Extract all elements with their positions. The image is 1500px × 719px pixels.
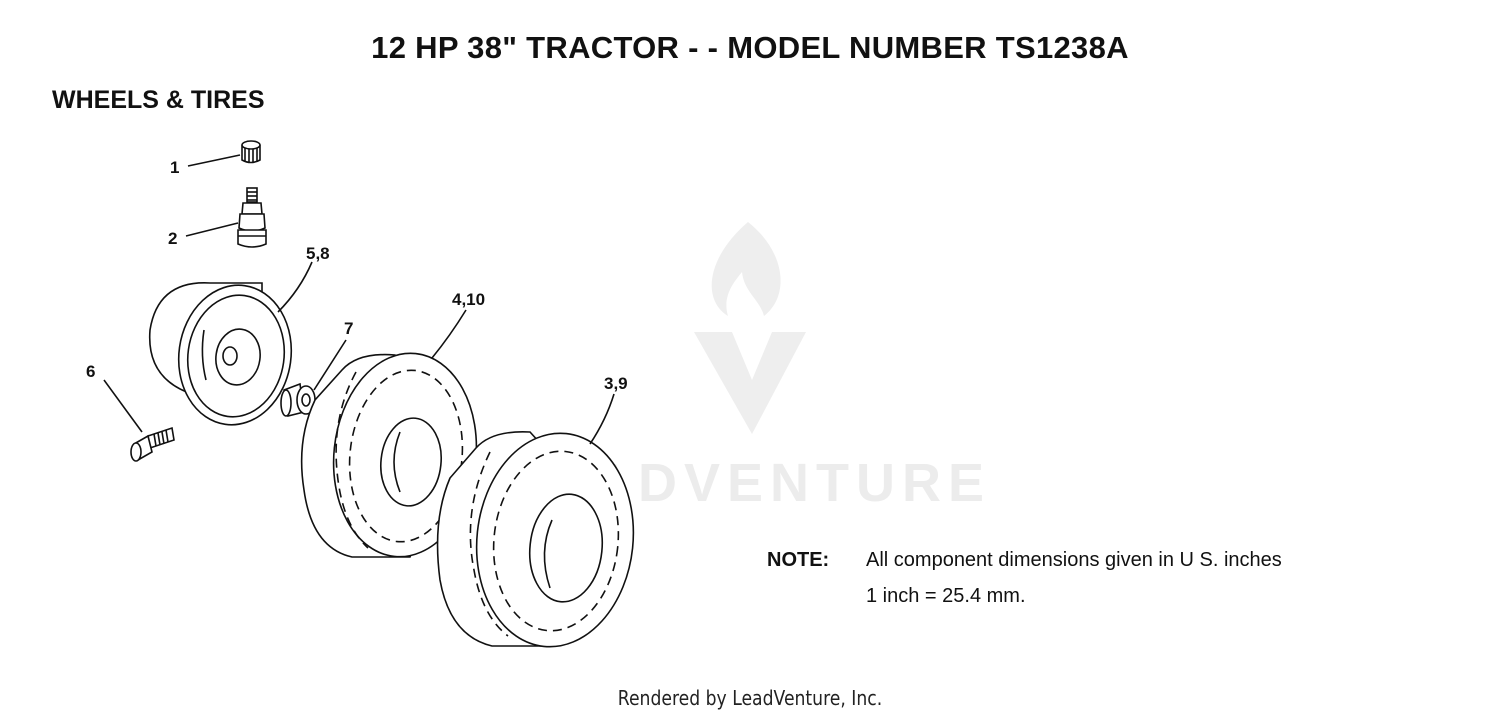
leader-line-58 <box>277 261 313 313</box>
leader-line-7 <box>313 339 347 391</box>
callout-1: 1 <box>170 158 179 177</box>
front-tire-part <box>300 352 478 558</box>
valve-stem-part <box>237 187 267 248</box>
note-line-2: 1 inch = 25.4 mm. <box>866 585 1026 607</box>
callout-6: 6 <box>86 362 95 381</box>
bushing-part <box>280 382 316 417</box>
callout-39: 3,9 <box>604 374 628 393</box>
leader-line-39 <box>589 393 615 445</box>
leader-line-410 <box>431 309 467 359</box>
lug-bolt-part <box>130 426 175 462</box>
note-line-1: All component dimensions given in U S. i… <box>866 549 1282 571</box>
wheel-rim-part <box>148 282 293 426</box>
section-title: WHEELS & TIRES <box>52 86 265 114</box>
leader-line-6 <box>103 379 143 433</box>
leader-line-2 <box>185 222 239 237</box>
footer-credit: Rendered by LeadVenture, Inc. <box>617 686 883 710</box>
callout-7: 7 <box>344 319 353 338</box>
callout-58: 5,8 <box>306 244 330 263</box>
callout-2: 2 <box>168 229 177 248</box>
leader-line-1 <box>187 154 241 167</box>
note-label: NOTE: <box>767 549 830 571</box>
valve-cap-part <box>241 140 261 164</box>
callout-410: 4,10 <box>452 290 485 309</box>
page-title: 12 HP 38" TRACTOR - - MODEL NUMBER TS123… <box>371 30 1129 65</box>
rear-tire-part <box>436 431 635 648</box>
